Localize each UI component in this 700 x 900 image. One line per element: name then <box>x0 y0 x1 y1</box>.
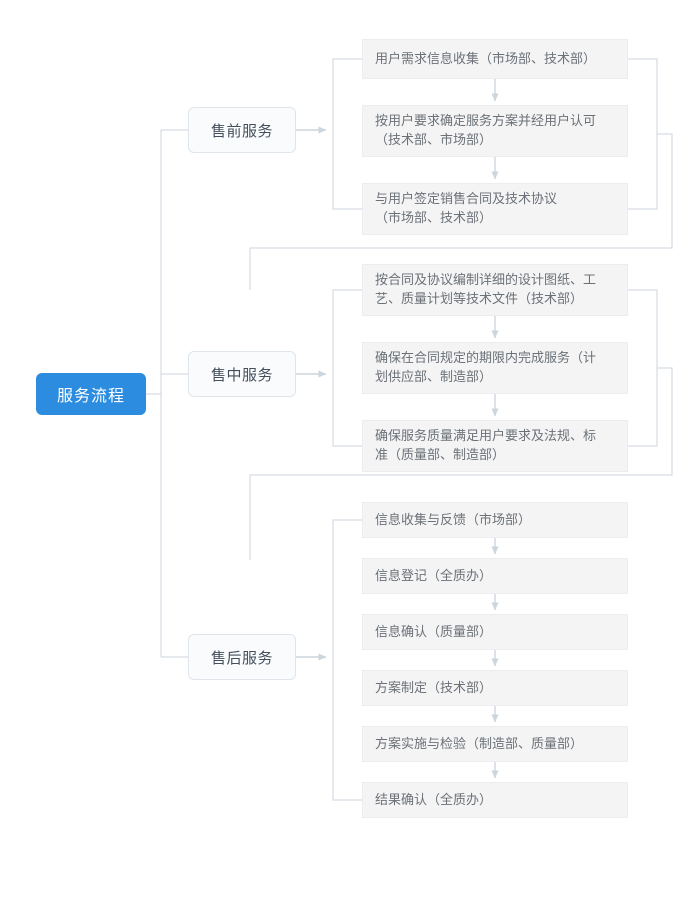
step-box[interactable]: 与用户签定销售合同及技术协议 （市场部、技术部） <box>362 183 628 235</box>
step-box-label: 与用户签定销售合同及技术协议 （市场部、技术部） <box>375 192 558 226</box>
root-node[interactable]: 服务流程 <box>36 373 146 415</box>
step-box[interactable]: 确保在合同规定的期限内完成服务（计 划供应部、制造部） <box>362 342 628 394</box>
branch-node-label: 售后服务 <box>210 648 273 667</box>
step-box[interactable]: 用户需求信息收集（市场部、技术部） <box>362 39 628 79</box>
step-box-label: 按用户要求确定服务方案并经用户认可 （技术部、市场部） <box>375 114 597 148</box>
step-box[interactable]: 按用户要求确定服务方案并经用户认可 （技术部、市场部） <box>362 105 628 157</box>
step-box-label: 按合同及协议编制详细的设计图纸、工 艺、质量计划等技术文件（技术部） <box>375 273 597 307</box>
step-box[interactable]: 信息登记（全质办） <box>362 558 628 594</box>
step-box-label: 信息确认（质量部） <box>375 624 493 640</box>
right-bracket-group-2 <box>628 289 658 447</box>
step-box[interactable]: 确保服务质量满足用户要求及法规、标 准（质量部、制造部） <box>362 420 628 472</box>
step-box-label: 确保在合同规定的期限内完成服务（计 划供应部、制造部） <box>375 351 597 385</box>
step-box[interactable]: 方案实施与检验（制造部、质量部） <box>362 726 628 762</box>
branch-node-pre-sales[interactable]: 售前服务 <box>188 107 296 153</box>
step-box-label: 方案实施与检验（制造部、质量部） <box>375 736 584 752</box>
step-box-label: 用户需求信息收集（市场部、技术部） <box>375 51 597 67</box>
step-box-label: 信息登记（全质办） <box>375 568 493 584</box>
branch-node-after-sales[interactable]: 售后服务 <box>188 634 296 680</box>
left-bracket-group-2 <box>332 289 362 447</box>
branch-node-in-sales[interactable]: 售中服务 <box>188 351 296 397</box>
step-box-label: 方案制定（技术部） <box>375 680 493 696</box>
step-box-label: 结果确认（全质办） <box>375 792 493 808</box>
step-box[interactable]: 方案制定（技术部） <box>362 670 628 706</box>
step-box[interactable]: 信息确认（质量部） <box>362 614 628 650</box>
step-box-label: 信息收集与反馈（市场部） <box>375 512 532 528</box>
step-box[interactable]: 按合同及协议编制详细的设计图纸、工 艺、质量计划等技术文件（技术部） <box>362 264 628 316</box>
step-box[interactable]: 结果确认（全质办） <box>362 782 628 818</box>
step-box[interactable]: 信息收集与反馈（市场部） <box>362 502 628 538</box>
left-bracket-group-1 <box>332 58 362 210</box>
branch-node-label: 售前服务 <box>210 121 273 140</box>
left-bracket-group-3 <box>332 519 362 801</box>
branch-node-label: 售中服务 <box>210 365 273 384</box>
root-node-label: 服务流程 <box>56 386 125 405</box>
step-box-label: 确保服务质量满足用户要求及法规、标 准（质量部、制造部） <box>375 429 597 463</box>
right-bracket-group-1 <box>628 58 658 210</box>
